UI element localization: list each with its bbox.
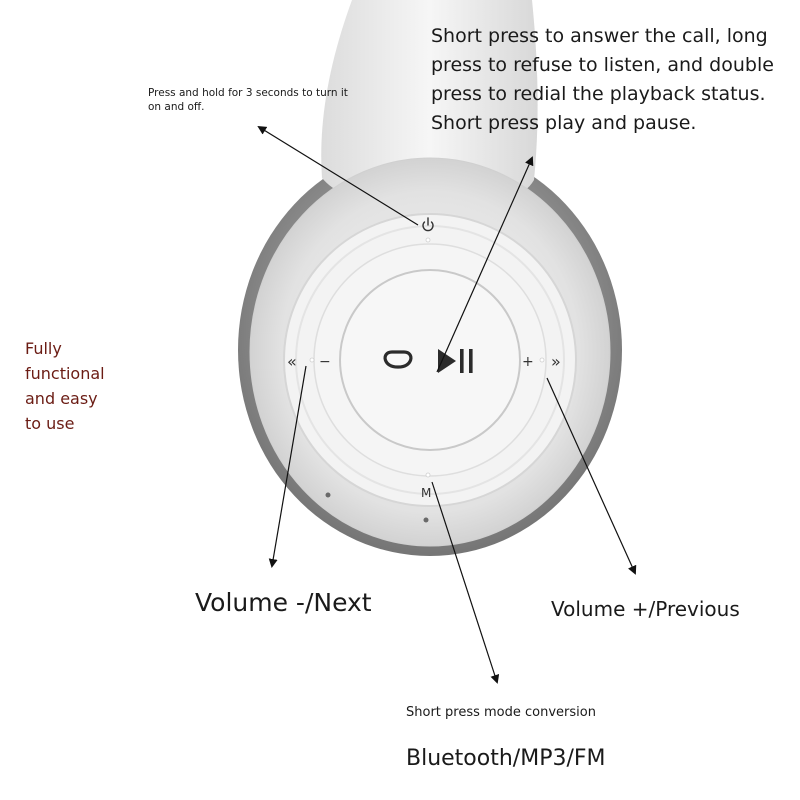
- play-pause-button[interactable]: [339, 269, 521, 451]
- rewind-glyph[interactable]: «: [287, 352, 297, 371]
- power-icon[interactable]: [422, 217, 434, 232]
- forward-glyph[interactable]: »: [551, 352, 561, 371]
- fully-label-line: and easy: [25, 389, 98, 408]
- power-label: Press and hold for 3 seconds to turn it …: [148, 87, 348, 113]
- mode-arrow: [431, 481, 500, 684]
- minus-glyph[interactable]: −: [319, 354, 331, 370]
- mode-glyph[interactable]: M: [421, 486, 431, 500]
- play-label-line: Short press to answer the call, long: [431, 25, 768, 47]
- play-pause-icon: [438, 349, 473, 373]
- play-label: Short press to answer the call, long pre…: [431, 22, 774, 138]
- play-label-line: Short press play and pause.: [431, 112, 697, 134]
- volume-plus-label: Volume +/Previous: [551, 597, 740, 621]
- fully-label-line: functional: [25, 364, 105, 383]
- mode-label: Short press mode conversion: [406, 705, 596, 720]
- fully-label-line: to use: [25, 414, 75, 433]
- volume-minus-arrow: [268, 365, 307, 568]
- power-arrow: [257, 125, 419, 226]
- modes-label: Bluetooth/MP3/FM: [406, 746, 606, 771]
- play-arrow: [436, 156, 534, 373]
- volume-minus-label: Volume -/Next: [195, 588, 372, 617]
- fully-label-line: Fully: [25, 339, 62, 358]
- play-label-line: press to redial the playback status.: [431, 83, 766, 105]
- play-label-line: press to refuse to listen, and double: [431, 54, 774, 76]
- volume-plus-arrow: [546, 377, 637, 575]
- phone-icon: [383, 350, 413, 369]
- headband: [321, 0, 538, 210]
- fully-functional-label: Fully functional and easy to use: [25, 336, 105, 436]
- plus-glyph[interactable]: +: [522, 354, 534, 370]
